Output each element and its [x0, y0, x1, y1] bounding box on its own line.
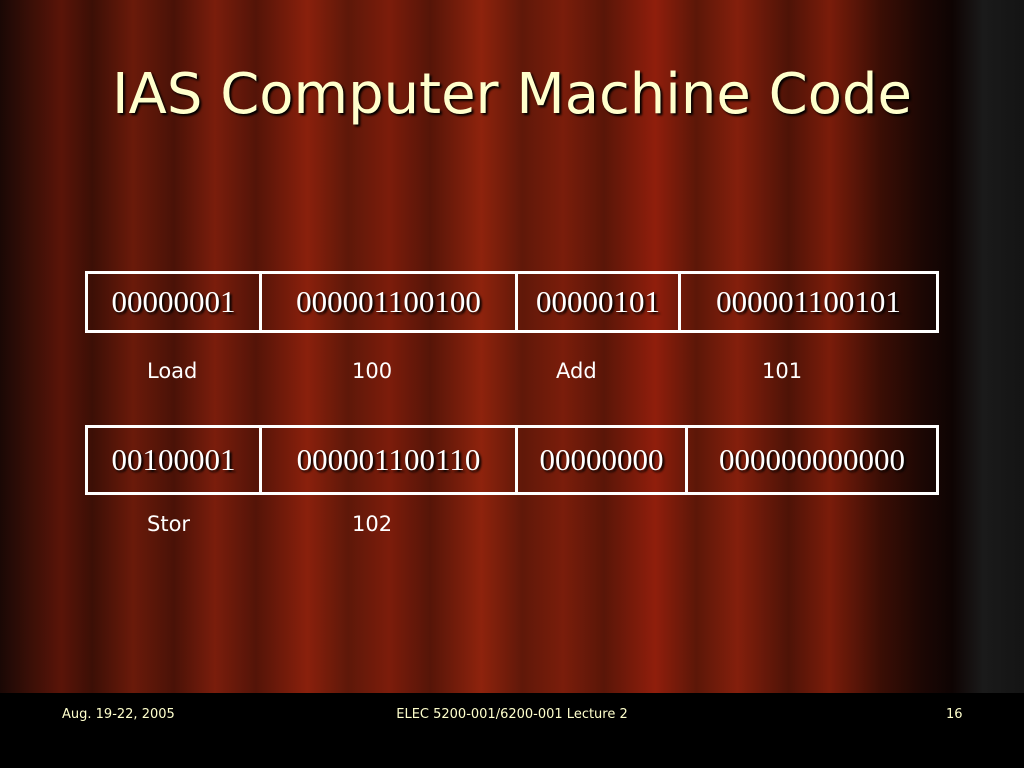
instruction-word-2: 00100001 000001100110 00000000 000000000… — [85, 425, 939, 495]
address-field: 000001100100 — [259, 274, 515, 330]
address-field: 000001100110 — [259, 428, 515, 492]
curtain-hem — [0, 707, 970, 768]
opcode-field: 00000001 — [111, 284, 236, 319]
field-label: 101 — [762, 359, 803, 383]
field-label: 102 — [352, 512, 393, 536]
footer-date: Aug. 19-22, 2005 — [62, 707, 175, 722]
page-number: 16 — [946, 707, 963, 722]
slide-title: IAS Computer Machine Code — [112, 62, 912, 127]
field-label: Stor — [147, 512, 191, 536]
field-label: 100 — [352, 359, 393, 383]
opcode-field: 00000000 — [515, 428, 685, 492]
opcode-field: 00100001 — [111, 442, 236, 477]
opcode-field: 00000101 — [515, 274, 678, 330]
address-field: 000001100101 — [678, 274, 936, 330]
field-label: Load — [147, 359, 198, 383]
footer-course: ELEC 5200-001/6200-001 Lecture 2 — [396, 707, 628, 722]
instruction-word-1: 00000001 000001100100 00000101 000001100… — [85, 271, 939, 333]
field-label: Add — [556, 359, 597, 383]
address-field: 000000000000 — [685, 428, 936, 492]
